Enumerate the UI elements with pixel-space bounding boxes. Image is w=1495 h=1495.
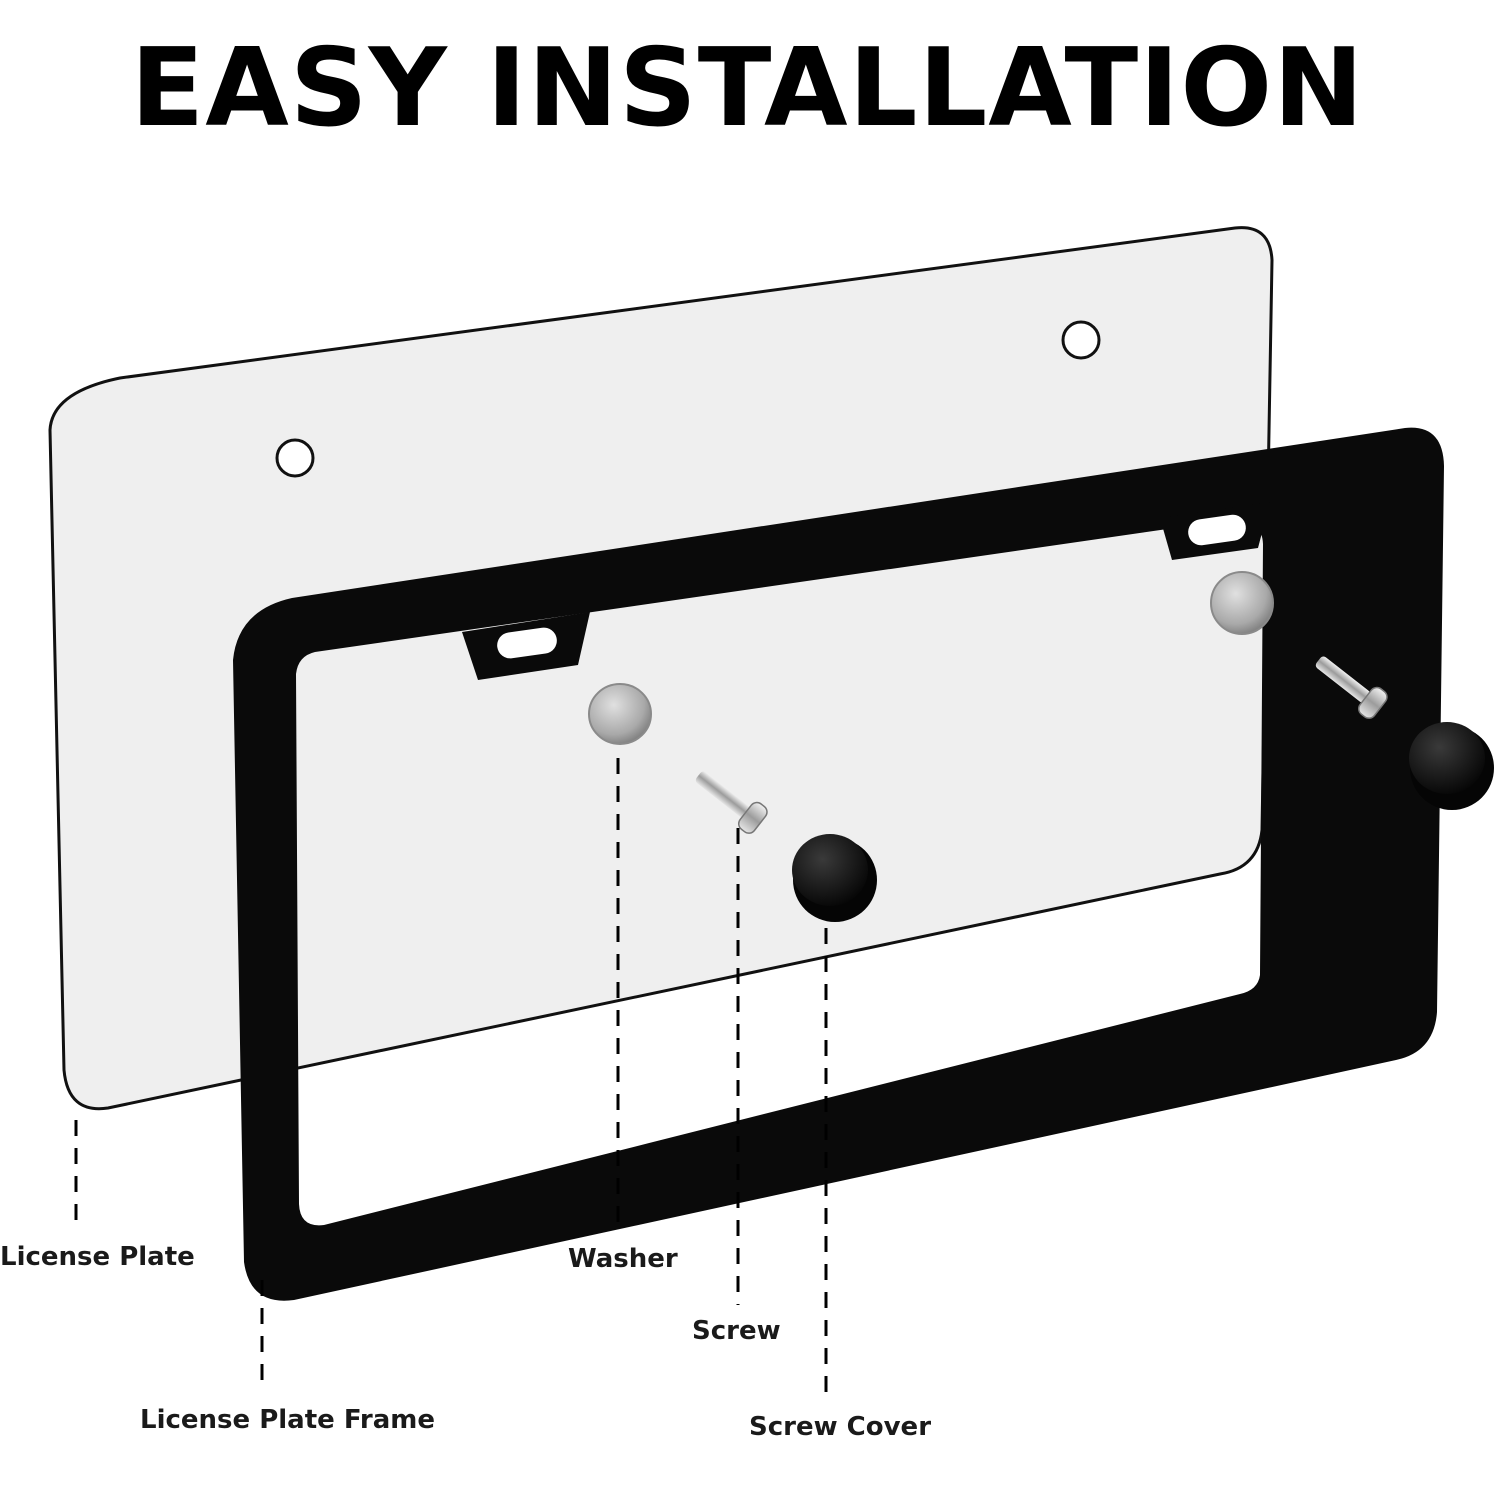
label-screw-cover: Screw Cover bbox=[749, 1412, 932, 1442]
screw-right bbox=[1315, 656, 1388, 719]
screw-left bbox=[695, 771, 768, 834]
license-plate bbox=[48, 226, 1274, 1111]
page-title: EASY INSTALLATION bbox=[130, 26, 1365, 151]
label-screw: Screw bbox=[692, 1316, 781, 1346]
washer-right bbox=[1210, 571, 1274, 635]
label-license-plate: License Plate bbox=[0, 1242, 195, 1272]
screw-cover-left bbox=[792, 834, 877, 922]
plate-hole-right bbox=[1061, 320, 1101, 360]
label-license-plate-frame: License Plate Frame bbox=[140, 1405, 436, 1435]
frame-slot-right bbox=[1188, 514, 1246, 546]
frame-slot-left bbox=[497, 627, 557, 659]
screw-cover-right bbox=[1409, 722, 1494, 810]
washer-left bbox=[588, 683, 652, 745]
plate-hole-left bbox=[275, 438, 315, 478]
label-washer: Washer bbox=[568, 1244, 678, 1274]
license-plate-frame bbox=[233, 427, 1444, 1301]
